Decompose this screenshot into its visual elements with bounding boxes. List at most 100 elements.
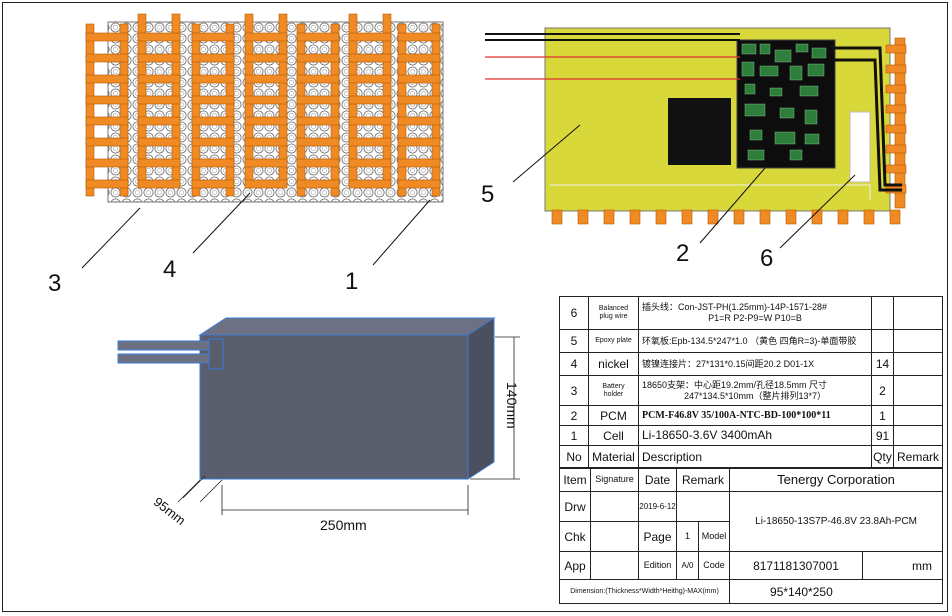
- bom-no: 6: [559, 296, 589, 330]
- bom-qty: [871, 329, 894, 353]
- nickel-strip: [137, 13, 181, 189]
- board-tab: [577, 209, 589, 225]
- bom-header-row: No Material Description Qty Remark: [559, 445, 943, 469]
- tb-dimension-label: Dimension:(Thickness*Width*Heithg)-MAX(m…: [558, 579, 731, 604]
- header-remark: Remark: [893, 445, 943, 469]
- tb-edition-value: A/0: [676, 551, 699, 580]
- board-tab: [889, 209, 901, 225]
- pcm-board-view: [485, 27, 907, 225]
- dimension-lines: [177, 336, 520, 515]
- bom-material: nickel: [588, 352, 639, 376]
- pcm-component: [769, 87, 783, 97]
- bom-description-line1: 插头线：Con-JST-PH(1.25mm)-14P-1571-28#: [642, 302, 828, 312]
- bom-no: 3: [559, 375, 589, 406]
- pcm-component: [789, 65, 803, 81]
- nickel-strip: [191, 23, 235, 197]
- side-tab: [885, 84, 907, 94]
- board-tab: [603, 209, 615, 225]
- bom-material: Epoxy plate: [588, 329, 639, 353]
- callout-2: 2: [676, 240, 690, 267]
- pcm-component: [795, 43, 809, 53]
- bom-description: 环氧板:Epb-134.5*247*1.0 （黄色 四角R=3)-单面带胶: [638, 329, 872, 353]
- tb-date-label: Date: [638, 467, 677, 492]
- tb-drw-signature: [590, 491, 639, 522]
- pcm-component: [774, 131, 796, 145]
- cell-array-view: [85, 13, 444, 203]
- board-tab: [733, 209, 745, 225]
- pcm-component: [804, 133, 820, 145]
- bom-qty: 91: [871, 425, 894, 446]
- board-tab: [707, 209, 719, 225]
- bom-description-line1: 环氧板:Epb-134.5*247*1.0 （黄色 四角R=3)-单面带胶: [642, 335, 857, 346]
- pcm-component: [811, 47, 827, 59]
- bom-remark: [893, 405, 943, 426]
- board-tab: [681, 209, 693, 225]
- pcm-component: [741, 43, 757, 55]
- bom-qty: 1: [871, 405, 894, 426]
- bom-no: 2: [559, 405, 589, 426]
- callout-6: 6: [760, 245, 774, 272]
- bom-description: PCM-F46.8V 35/100A-NTC-BD-100*100*11: [638, 405, 872, 426]
- pcm-component: [759, 65, 779, 77]
- bottom-tabs: [551, 209, 901, 225]
- bom-remark: [893, 296, 943, 330]
- pack-3d-view: [117, 317, 496, 480]
- bom-material: PCM: [588, 405, 639, 426]
- bom-qty: [871, 296, 894, 330]
- side-tab: [885, 104, 907, 114]
- pcm-component: [744, 103, 766, 117]
- tb-remark-label: Remark: [675, 467, 731, 492]
- bom-description-line1: 18650支架：中心距19.2mm/孔径18.5mm 尺寸: [642, 379, 828, 390]
- side-strip: [894, 37, 906, 209]
- tb-code-label: Code: [697, 551, 731, 580]
- pcm-component: [804, 109, 818, 125]
- bom-remark: [893, 425, 943, 446]
- tb-item-label: Item: [559, 467, 591, 492]
- nickel-strip: [244, 13, 288, 189]
- board-tab: [785, 209, 797, 225]
- pcm-component: [799, 85, 819, 97]
- board-tab: [551, 209, 563, 225]
- bom-material: Cell: [588, 425, 639, 446]
- header-material: Material: [588, 445, 639, 469]
- pcm-component: [789, 149, 803, 161]
- leader-lines: [81, 124, 856, 269]
- side-tab: [885, 164, 907, 174]
- header-qty: Qty: [871, 445, 894, 469]
- bom-description-line1: Li-18650-3.6V 3400mAh: [642, 428, 773, 442]
- callout-4: 4: [163, 256, 177, 283]
- side-tab: [885, 144, 907, 154]
- side-tab: [885, 64, 907, 74]
- nickel-strip: [296, 23, 340, 197]
- pcm-component: [807, 63, 825, 77]
- pcm-components: [741, 43, 827, 161]
- bom-no: 1: [559, 425, 589, 446]
- pcm-component: [759, 43, 771, 55]
- bom-no: 5: [559, 329, 589, 353]
- nickel-strips: [85, 13, 441, 197]
- tb-model-label: Model: [697, 521, 731, 552]
- bom-description-line1: PCM-F46.8V 35/100A-NTC-BD-100*100*11: [642, 410, 831, 421]
- bom-remark: [893, 329, 943, 353]
- tb-chk-label: Chk: [559, 521, 591, 552]
- bom-remark: [893, 375, 943, 406]
- cell-grid: [107, 21, 444, 203]
- dimension-width: 250mm: [320, 517, 367, 533]
- pcm-component: [779, 107, 795, 119]
- tb-drw-date: 2019-6-12: [638, 491, 677, 522]
- nickel-strip: [348, 13, 392, 189]
- board-tab: [655, 209, 667, 225]
- pcm-component: [774, 49, 792, 63]
- pcm-component: [747, 149, 765, 161]
- tb-signature-label: Signature: [590, 467, 639, 492]
- tb-app-label: App: [559, 551, 591, 580]
